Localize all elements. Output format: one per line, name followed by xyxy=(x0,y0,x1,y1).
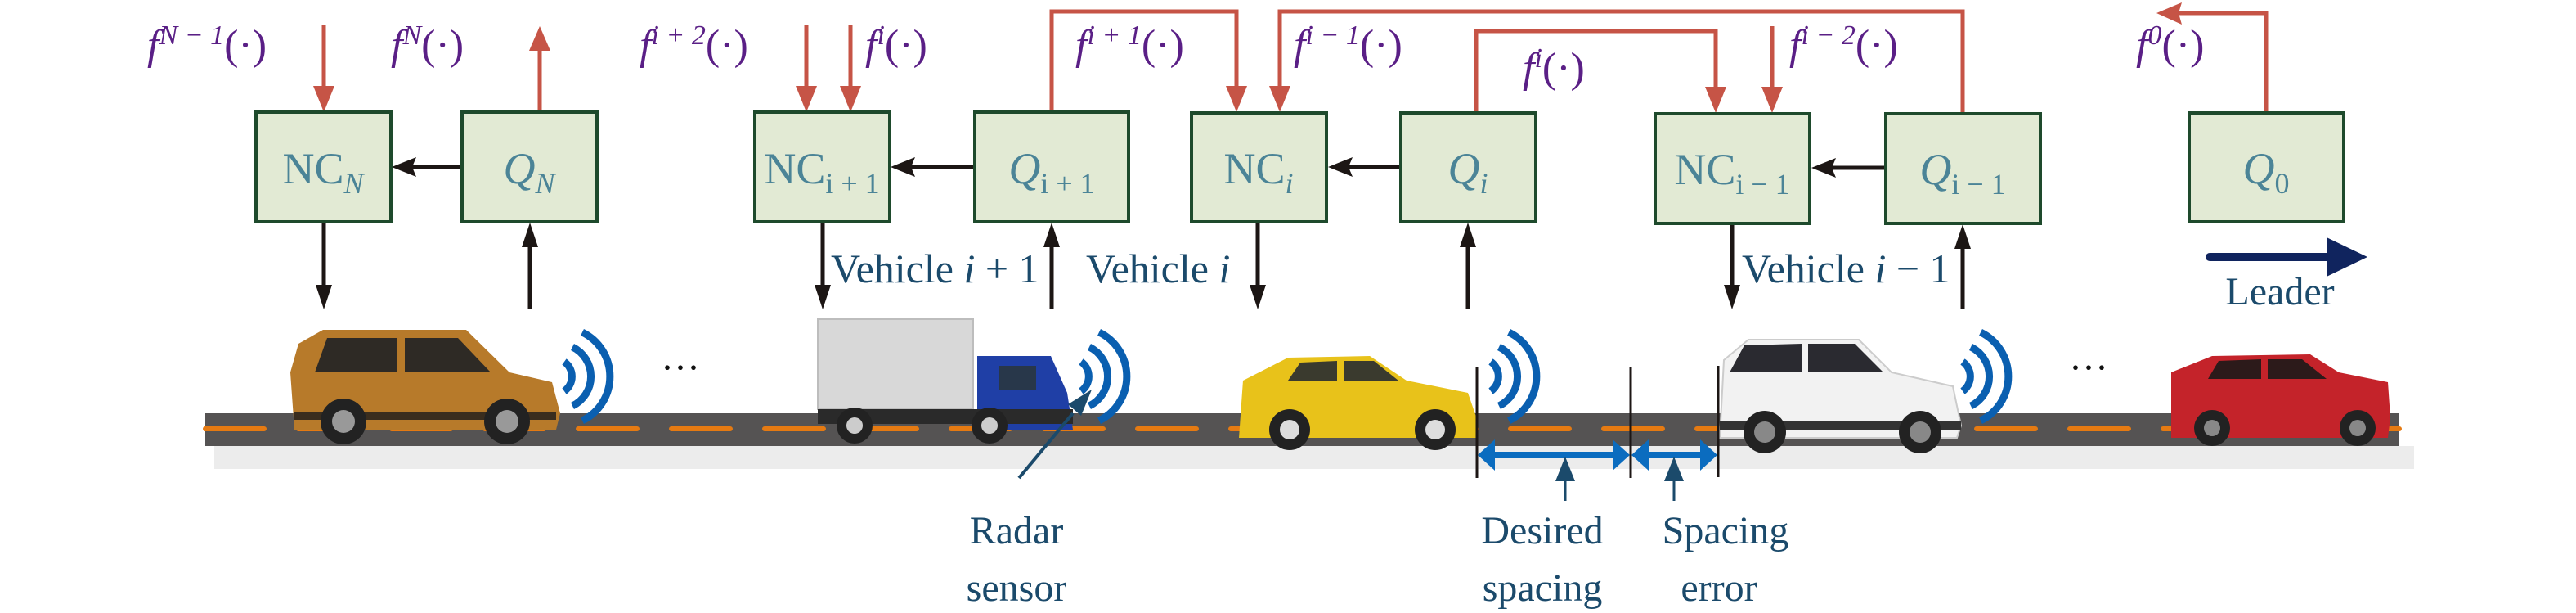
box-q-n[interactable]: QN xyxy=(460,110,599,223)
box-nc-i+1[interactable]: NCi + 1 xyxy=(753,110,891,223)
flow-q-i-1-to-nc-i xyxy=(1277,9,1965,112)
box-q-i+1[interactable]: Qi + 1 xyxy=(973,110,1130,223)
box-nc-i[interactable]: NCi xyxy=(1190,111,1328,223)
vehicle-n-suv xyxy=(290,330,560,444)
spacing-error-label-line1: Spacing xyxy=(1663,509,1789,552)
flabel-f-i+1: fi + 1(·) xyxy=(1075,20,1184,69)
flow-into-nc-i+1-b-head xyxy=(840,86,861,112)
flow-q-i+1-to-nc-i-head xyxy=(1226,86,1247,112)
box-nc-i-1[interactable]: NCi − 1 xyxy=(1654,112,1811,225)
radar-sensor-pointer-head xyxy=(1068,390,1092,416)
box-q-i[interactable]: Qi xyxy=(1399,111,1537,223)
nc-n-arrowhead xyxy=(316,285,332,309)
q-n-to-nc-n-head xyxy=(392,157,416,177)
flabel-f-i+2: fi + 2(·) xyxy=(640,20,748,69)
desired-spacing-label-line1: Desired xyxy=(1481,509,1603,552)
q-i+1-to-nc-i+1-head xyxy=(891,157,915,177)
flow-into-nc-i-1-head xyxy=(1761,87,1783,113)
box-nc-i+1-label: NCi + 1 xyxy=(764,144,879,200)
vehicle-truck xyxy=(817,318,1073,444)
flow-out-q-n-head xyxy=(529,26,550,51)
q-i-1-arrowhead xyxy=(1954,224,1971,249)
flow-q-i-to-nc-i-1 xyxy=(1474,29,1718,113)
flabel-f-n: fN(·) xyxy=(391,20,464,69)
box-q-n-label: QN xyxy=(503,144,556,200)
road-shadow xyxy=(214,446,2414,469)
flow-q-i-1-to-nc-i-head xyxy=(1269,86,1290,112)
spacing-error-arrowhead-left xyxy=(1631,439,1649,471)
nc-i-1-arrowhead xyxy=(1724,285,1740,309)
vehicle-label-i-1: Vehicle i − 1 xyxy=(1742,246,1950,291)
q-i-1-to-nc-i-1-head xyxy=(1811,158,1836,178)
vehicle-i-sedan xyxy=(1239,356,1478,450)
local-flows xyxy=(316,157,1971,309)
box-q-i+1-label: Qi + 1 xyxy=(1008,144,1094,200)
desired-spacing-label-line2: spacing xyxy=(1483,566,1603,610)
radar-sensor-label-line1: Radar xyxy=(970,509,1064,552)
vehicle-label-i: Vehicle i xyxy=(1086,246,1230,291)
spacing-markers xyxy=(1017,366,1720,501)
leader-direction-arrow xyxy=(2206,237,2367,277)
q-n-arrowhead xyxy=(522,223,538,247)
vehicle-i-minus-1-suv xyxy=(1718,339,1963,453)
q-i-arrowhead xyxy=(1460,223,1476,247)
radar-waves-i-minus-1 xyxy=(1960,328,2013,425)
spacing-error-arrowhead-right xyxy=(1700,439,1717,471)
flabel-f-i-2: fi − 2(·) xyxy=(1789,20,1898,69)
box-q-i-1-label: Qi − 1 xyxy=(1919,145,2005,201)
box-nc-i-label: NCi xyxy=(1223,144,1293,200)
flabel-f-i-b: fi(·) xyxy=(1523,43,1585,92)
leader-label: Leader xyxy=(2225,270,2334,313)
leader-arrow-head xyxy=(2327,237,2367,277)
flabel-f-i-a: fi(·) xyxy=(865,20,927,69)
box-nc-n[interactable]: NCN xyxy=(254,110,393,223)
ellipsis-right: ··· xyxy=(2069,346,2108,390)
flabel-f-i-1: fi − 1(·) xyxy=(1294,20,1402,69)
desired-spacing-pointer-head xyxy=(1555,457,1575,481)
desired-spacing-arrowhead-left xyxy=(1478,439,1495,471)
nc-i+1-arrowhead xyxy=(815,285,831,309)
vehicle-label-i+1: Vehicle i + 1 xyxy=(831,246,1039,291)
flow-q-i+1-to-nc-i xyxy=(1049,9,1239,112)
vehicle-leader xyxy=(2171,354,2390,446)
box-q-0-label: Q0 xyxy=(2243,144,2290,200)
spacing-error-pointer-head xyxy=(1664,457,1684,481)
spacing-error-label-line2: error xyxy=(1681,566,1757,610)
ellipsis-left: ··· xyxy=(661,346,700,390)
flow-out-q-0 xyxy=(2175,11,2269,113)
box-q-i-label: Qi xyxy=(1447,144,1488,200)
box-q-i-1[interactable]: Qi − 1 xyxy=(1884,112,2042,225)
nc-i-arrowhead xyxy=(1250,285,1266,309)
information-flows xyxy=(313,2,2269,113)
desired-spacing-arrowhead-right xyxy=(1613,439,1630,471)
flabel-f-0: f0(·) xyxy=(2136,20,2204,69)
q-i+1-arrowhead xyxy=(1043,223,1060,247)
radar-waves-n xyxy=(562,328,614,425)
radar-sensor-pointer xyxy=(1017,412,1075,480)
q-i-to-nc-i-head xyxy=(1328,157,1353,177)
flow-into-nc-n-head xyxy=(313,86,334,112)
flow-q-i-to-nc-i-1-head xyxy=(1705,87,1726,113)
radar-waves-i xyxy=(1488,328,1541,425)
flow-out-q-0-head xyxy=(2156,2,2182,25)
box-nc-n-label: NCN xyxy=(282,144,365,200)
radar-sensor-label-line2: sensor xyxy=(967,566,1067,610)
box-q-0[interactable]: Q0 xyxy=(2188,111,2345,223)
box-nc-i-1-label: NCi − 1 xyxy=(1674,145,1789,201)
flabel-f-n-1: fN − 1(·) xyxy=(147,20,267,69)
flow-into-nc-i+1-a-head xyxy=(796,86,817,112)
radar-waves-truck xyxy=(1079,328,1131,425)
